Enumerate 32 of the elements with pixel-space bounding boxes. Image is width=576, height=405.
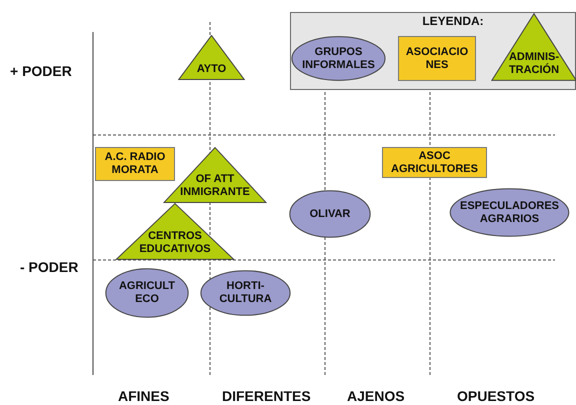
rectangle-node [95, 147, 175, 181]
node-label: CENTROS EDUCATIVOS [138, 230, 212, 256]
node-label: AGRICULT ECO [118, 280, 176, 306]
triangle-node [178, 35, 245, 80]
axis-label: AJENOS [347, 388, 405, 404]
node-label: ESPECULADORES AGRARIOS [458, 200, 560, 226]
rectangle-node [398, 36, 476, 81]
triangle-node [163, 147, 267, 203]
node-label: OF ATT INMIGRANTE [179, 173, 251, 199]
node-label: ADMINIS- TRACIÓN [508, 51, 560, 77]
axis-label: OPUESTOS [457, 388, 535, 404]
node-label: A.C. RADIO MORATA [104, 151, 166, 177]
ellipse-node [291, 36, 386, 81]
ellipse-node [289, 190, 371, 238]
node-label: HORTI- CULTURA [218, 280, 273, 306]
node-label: OLIVAR [310, 208, 350, 220]
ellipse-node [449, 188, 570, 237]
legend-panel [290, 12, 576, 90]
ellipse-node [105, 268, 189, 318]
triangle-node [115, 203, 235, 260]
axis-label: + PODER [10, 63, 72, 79]
axis-label: - PODER [20, 259, 78, 275]
legend-title: LEYENDA: [422, 15, 484, 28]
rectangle-node [382, 147, 487, 178]
node-label: AYTO [196, 63, 226, 76]
triangle-node [491, 13, 576, 81]
node-label: ASOC AGRICULTORES [390, 150, 479, 176]
node-label: GRUPOS INFORMALES [301, 46, 376, 72]
node-label: ASOCIACIO NES [404, 46, 470, 72]
axis-label: DIFERENTES [222, 388, 311, 404]
ellipse-node [200, 270, 291, 316]
axis-label: AFINES [118, 388, 170, 404]
